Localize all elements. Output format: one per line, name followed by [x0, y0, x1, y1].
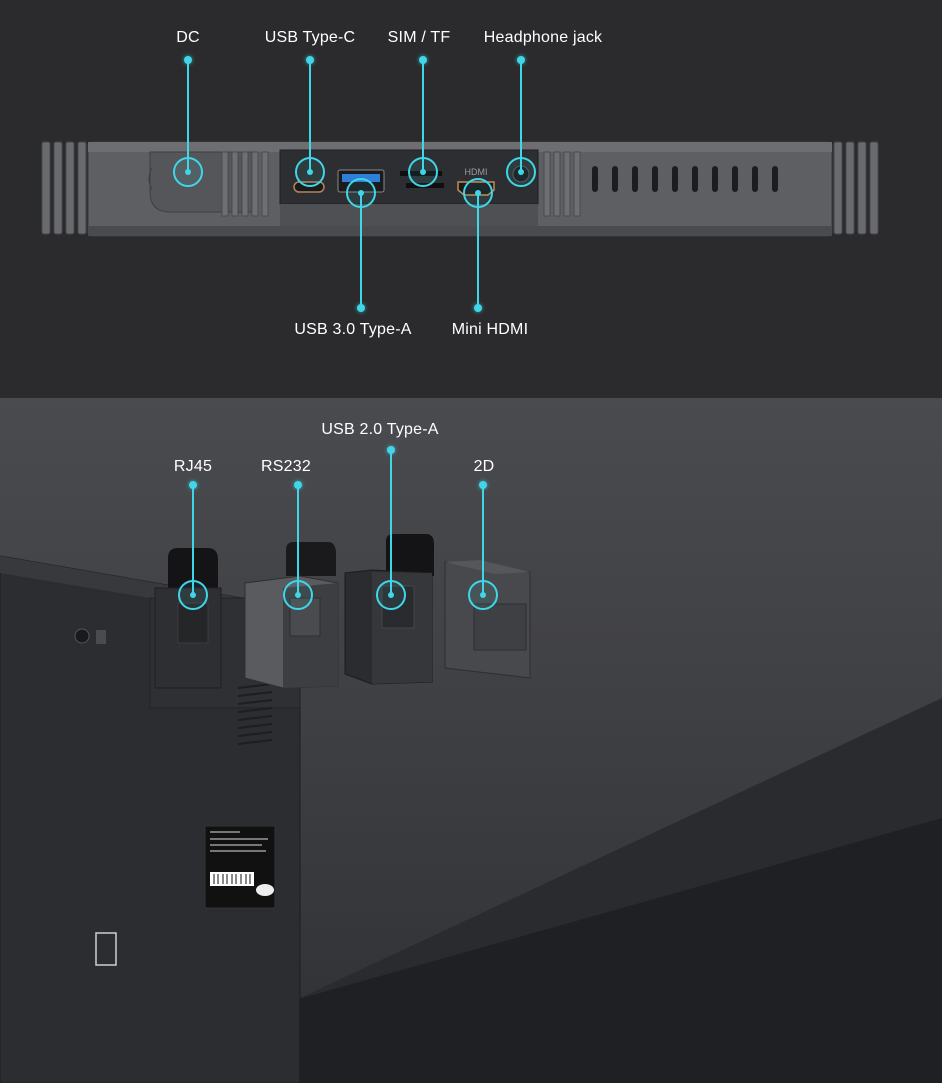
rj45-callout-line	[192, 485, 194, 595]
usb3-callout-line	[360, 193, 362, 308]
mini-hdmi-callout-dot	[474, 304, 482, 312]
rs232-callout-line	[297, 485, 299, 595]
sim-tf-label: SIM / TF	[387, 29, 451, 46]
headphone-callout-line	[520, 60, 522, 172]
rj45-label: RJ45	[173, 458, 213, 475]
usb2-callout-line	[390, 450, 392, 595]
rs232-module-marker	[283, 580, 313, 610]
2d-module-marker	[468, 580, 498, 610]
hdmi-port-marking: HDMI	[465, 167, 488, 177]
sim-tf-slot-marker	[408, 157, 438, 187]
tablet-side-illustration: HDMI	[41, 141, 879, 237]
headphone-jack-label: Headphone jack	[483, 29, 603, 46]
rj45-module-marker	[178, 580, 208, 610]
tablet-back-illustration	[0, 534, 942, 1083]
usb-c-port-marker	[295, 157, 325, 187]
dc-port-label: DC	[176, 29, 200, 46]
dc-callout-line	[187, 60, 189, 172]
expansion-modules-panel: RJ45 RS232 USB 2.0 Type-A 2D	[0, 398, 942, 1083]
mini-hdmi-label: Mini HDMI	[451, 321, 529, 338]
dc-port-marker	[173, 157, 203, 187]
usb3-type-a-label: USB 3.0 Type-A	[294, 321, 412, 338]
headphone-jack-marker	[506, 157, 536, 187]
usb-type-c-label: USB Type-C	[264, 29, 356, 46]
port-overview-panel: HDMI DC USB Type-C SIM / TF Headphone ja…	[0, 0, 942, 398]
usb3-callout-dot	[357, 304, 365, 312]
2d-scanner-label: 2D	[473, 458, 495, 475]
sim-tf-callout-line	[422, 60, 424, 170]
rs232-label: RS232	[261, 458, 311, 475]
mini-hdmi-callout-line	[477, 193, 479, 308]
2d-callout-line	[482, 485, 484, 595]
usb2-module-marker	[376, 580, 406, 610]
usb-c-callout-line	[309, 60, 311, 170]
usb-2-type-a-label: USB 2.0 Type-A	[321, 421, 439, 438]
